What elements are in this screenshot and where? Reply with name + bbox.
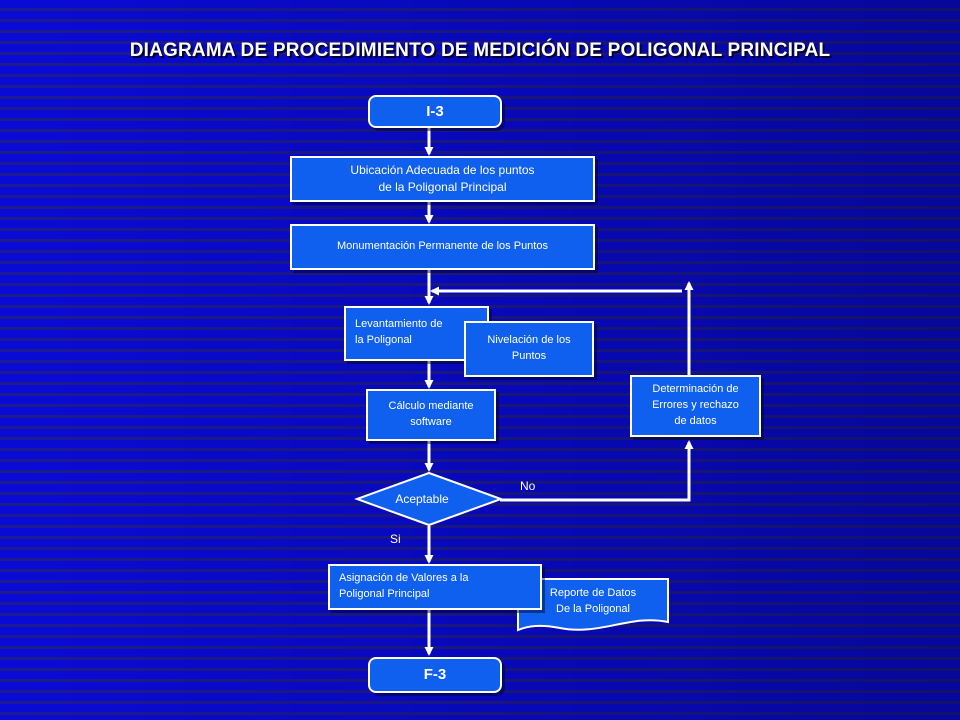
node-calculo-line-2: software (410, 416, 452, 428)
node-reporte-line-2: De la Poligonal (556, 602, 630, 615)
node-asignacion-line-1: Asignación de Valores a la (339, 572, 469, 585)
node-reporte-line-1: Reporte de Datos (549, 587, 637, 599)
start-terminal: I-3 (368, 95, 502, 128)
node-nivelacion: Nivelación de los Puntos (464, 321, 594, 377)
decision-label: Aceptable (395, 492, 449, 506)
node-asignacion-label: Asignación de Valores a la Poligonal Pri… (339, 571, 468, 603)
node-levantamiento-label: Levantamiento de la Poligonal (355, 317, 442, 349)
edge-label-no: No (520, 479, 536, 493)
node-asignacion: Asignación de Valores a la Poligonal Pri… (328, 564, 542, 610)
node-reporte-label: Reporte de Datos De la Poligonal (518, 586, 668, 618)
document-shape-reporte (517, 578, 669, 632)
node-levantamiento-line-1: Levantamiento de (355, 318, 443, 330)
node-monumentacion-label: Monumentación Permanente de los Puntos (337, 240, 548, 253)
start-terminal-label: I-3 (426, 102, 444, 120)
node-determinacion: Determinación de Errores y rechazo de da… (630, 375, 761, 437)
end-terminal-label: F-3 (423, 666, 447, 684)
end-terminal: F-3 (368, 657, 502, 693)
node-levantamiento-line-2: la Poligonal (355, 333, 412, 346)
diagram-title: DIAGRAMA DE PROCEDIMIENTO DE MEDICIÓN DE… (129, 40, 831, 61)
decision-diamond (354, 471, 504, 527)
node-nivelacion-label: Nivelación de los Puntos (487, 333, 570, 365)
node-determinacion-line-2: Errores y rechazo (652, 399, 739, 412)
node-calculo-line-1: Cálculo mediante (388, 400, 474, 413)
node-calculo: Cálculo mediante software (366, 389, 496, 441)
node-determinacion-line-1: Determinación de (652, 383, 739, 396)
node-determinacion-line-3: de datos (674, 414, 717, 427)
node-ubicacion-line-2: de la Poligonal Principal (378, 180, 507, 194)
node-determinacion-label: Determinación de Errores y rechazo de da… (652, 382, 739, 430)
edge-decision-no-determinacion (500, 440, 694, 502)
node-ubicacion: Ubicación Adecuada de los puntos de la P… (290, 156, 595, 202)
node-ubicacion-label: Ubicación Adecuada de los puntos de la P… (350, 162, 534, 197)
node-asignacion-line-2: Poligonal Principal (339, 588, 430, 600)
node-calculo-label: Cálculo mediante software (389, 399, 474, 431)
node-ubicacion-line-1: Ubicación Adecuada de los puntos (350, 162, 535, 177)
node-nivelacion-line-1: Nivelación de los (487, 334, 571, 347)
node-monumentacion: Monumentación Permanente de los Puntos (290, 224, 595, 270)
node-nivelacion-line-2: Puntos (511, 350, 547, 362)
edge-label-si: Si (390, 532, 401, 546)
